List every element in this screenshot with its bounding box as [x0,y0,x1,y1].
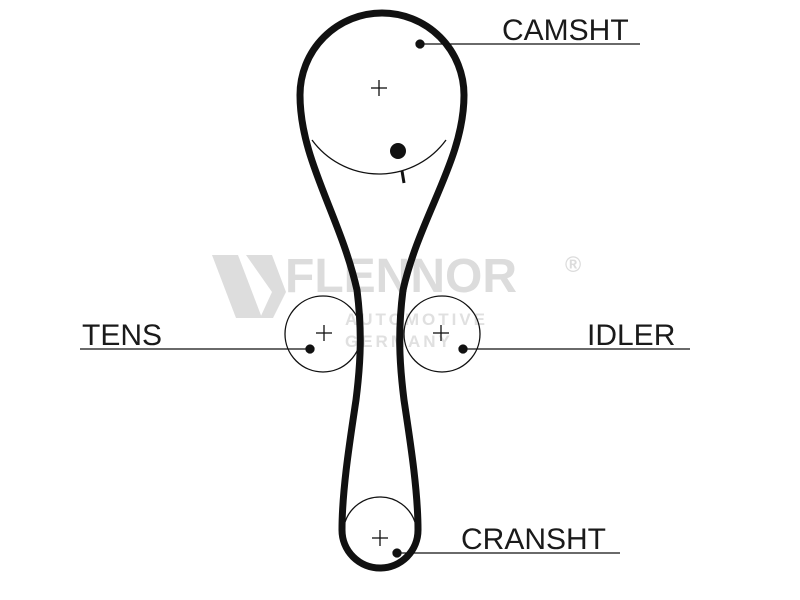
camshaft-center-cross-icon [371,80,387,96]
watermark: FLENNOR ® AUTOMOTIVE GERMANY [212,250,581,351]
leaders [80,39,690,558]
idler-center-cross-icon [433,325,449,341]
watermark-logo-icon-stripe [246,255,286,318]
tensioner-center-cross-icon [316,325,332,341]
tensioner-label: TENS [82,319,162,352]
crankshaft-pulley-upper-arc [344,496,416,523]
camshaft-leader-dot-icon [415,39,425,49]
camshaft-pulley-lower-arc [311,139,447,175]
tensioner-leader-dot-icon [305,344,315,354]
crankshaft-label: CRANSHT [461,523,606,556]
camshaft-timing-dot-icon [390,143,406,159]
idler-leader-dot-icon [458,344,468,354]
camshaft-label: CAMSHT [502,14,629,47]
idler-label: IDLER [587,319,675,352]
camshaft-timing-tick-icon [400,170,406,184]
crankshaft-leader-dot-icon [392,548,402,558]
idler-pulley [403,295,481,373]
center-marks [316,80,449,546]
crankshaft-center-cross-icon [372,530,388,546]
watermark-registered: ® [565,252,581,277]
timing-belt [296,9,468,572]
pulleys [284,139,481,523]
watermark-logo-icon [212,255,262,318]
watermark-line1: AUTOMOTIVE [345,310,488,329]
